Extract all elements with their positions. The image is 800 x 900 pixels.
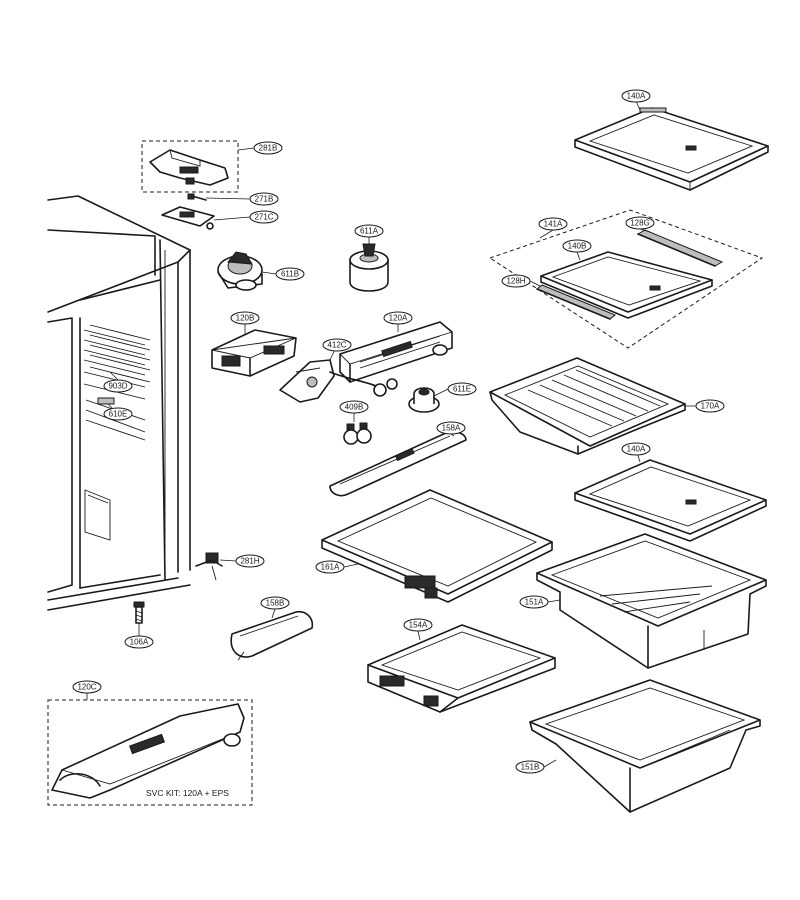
trim-158b bbox=[230, 610, 314, 661]
label-409b-text: 409B bbox=[345, 403, 364, 412]
crisper-drawer-151b bbox=[529, 679, 761, 813]
label-128h: 128H bbox=[501, 274, 531, 288]
tray-170a bbox=[489, 357, 686, 455]
label-140a-top-text: 140A bbox=[627, 92, 646, 101]
label-128h-text: 128H bbox=[506, 277, 525, 286]
label-281b: 281B bbox=[253, 141, 283, 155]
bracket-281b bbox=[141, 140, 239, 193]
label-151b: 151B bbox=[515, 760, 545, 774]
label-161a-text: 161A bbox=[321, 563, 340, 572]
label-412c: 412C bbox=[322, 338, 352, 352]
label-611b: 611B bbox=[275, 267, 305, 281]
screw-106a bbox=[133, 601, 145, 624]
label-610e-text: 610E bbox=[109, 410, 128, 419]
label-170a-text: 170A bbox=[701, 402, 720, 411]
label-140a-mid: 140A bbox=[621, 442, 651, 456]
label-154a-text: 154A bbox=[409, 621, 428, 630]
control-housing-120a bbox=[339, 321, 453, 383]
label-120b: 120B bbox=[230, 311, 260, 325]
label-271c-text: 271C bbox=[254, 213, 273, 222]
label-120c-text: 120C bbox=[77, 683, 96, 692]
label-281b-text: 281B bbox=[259, 144, 278, 153]
label-120c: 120C bbox=[72, 680, 102, 694]
label-120b-text: 120B bbox=[236, 314, 255, 323]
label-271b-text: 271B bbox=[255, 195, 274, 204]
label-611a: 611A bbox=[354, 224, 384, 238]
label-271b: 271B bbox=[249, 192, 279, 206]
label-120a: 120A bbox=[383, 311, 413, 325]
label-140b-text: 140B bbox=[568, 242, 587, 251]
label-128g-text: 128G bbox=[630, 219, 650, 228]
crisper-drawer-151a bbox=[536, 533, 767, 669]
label-903d: 903D bbox=[103, 379, 133, 393]
housing-120c: SVC KIT: 120A + EPS bbox=[47, 699, 253, 806]
svc-kit-note: SVC KIT: 120A + EPS bbox=[146, 788, 229, 798]
label-106a: 106A bbox=[124, 635, 154, 649]
label-161a: 161A bbox=[315, 560, 345, 574]
motor-611b bbox=[217, 251, 263, 291]
label-154a: 154A bbox=[403, 618, 433, 632]
label-158a-text: 158A bbox=[442, 424, 461, 433]
shelf-140a-mid bbox=[574, 459, 767, 542]
label-158b-text: 158B bbox=[266, 599, 285, 608]
label-611e-text: 611E bbox=[453, 385, 471, 394]
refrigerator-cabinet bbox=[47, 195, 191, 611]
label-158b: 158B bbox=[260, 596, 290, 610]
label-151a-text: 151A bbox=[525, 598, 544, 607]
part-271b-271c bbox=[161, 193, 215, 230]
label-158a: 158A bbox=[436, 421, 466, 435]
label-611b-text: 611B bbox=[281, 270, 299, 279]
shelf-140a-top bbox=[574, 107, 769, 191]
label-140a-top: 140A bbox=[621, 89, 651, 103]
label-412c-text: 412C bbox=[327, 341, 346, 350]
label-141a: 141A bbox=[538, 217, 568, 231]
drawer-154a bbox=[367, 624, 556, 713]
harness-412c bbox=[279, 359, 398, 403]
label-281h-text: 281H bbox=[240, 557, 259, 566]
label-128g: 128G bbox=[625, 216, 655, 230]
part-281h bbox=[195, 552, 223, 581]
label-281h: 281H bbox=[235, 554, 265, 568]
label-140b: 140B bbox=[562, 239, 592, 253]
part-120b bbox=[211, 329, 297, 377]
label-271c: 271C bbox=[249, 210, 279, 224]
label-140a-mid-text: 140A bbox=[627, 445, 646, 454]
label-120a-text: 120A bbox=[389, 314, 408, 323]
shelf-assembly-141a bbox=[488, 209, 764, 349]
fan-motor-611a bbox=[349, 243, 389, 292]
label-903d-text: 903D bbox=[108, 382, 127, 391]
shelf-161a bbox=[321, 489, 553, 603]
label-141a-text: 141A bbox=[544, 220, 563, 229]
label-106a-text: 106A bbox=[130, 638, 149, 647]
label-610e: 610E bbox=[103, 407, 133, 421]
label-151a: 151A bbox=[519, 595, 549, 609]
label-409b: 409B bbox=[339, 400, 369, 414]
label-611a-text: 611A bbox=[360, 227, 379, 236]
bulbs-409b bbox=[343, 422, 372, 445]
part-611e bbox=[408, 387, 440, 413]
label-170a: 170A bbox=[695, 399, 725, 413]
label-151b-text: 151B bbox=[521, 763, 540, 772]
label-611e: 611E bbox=[447, 382, 477, 396]
